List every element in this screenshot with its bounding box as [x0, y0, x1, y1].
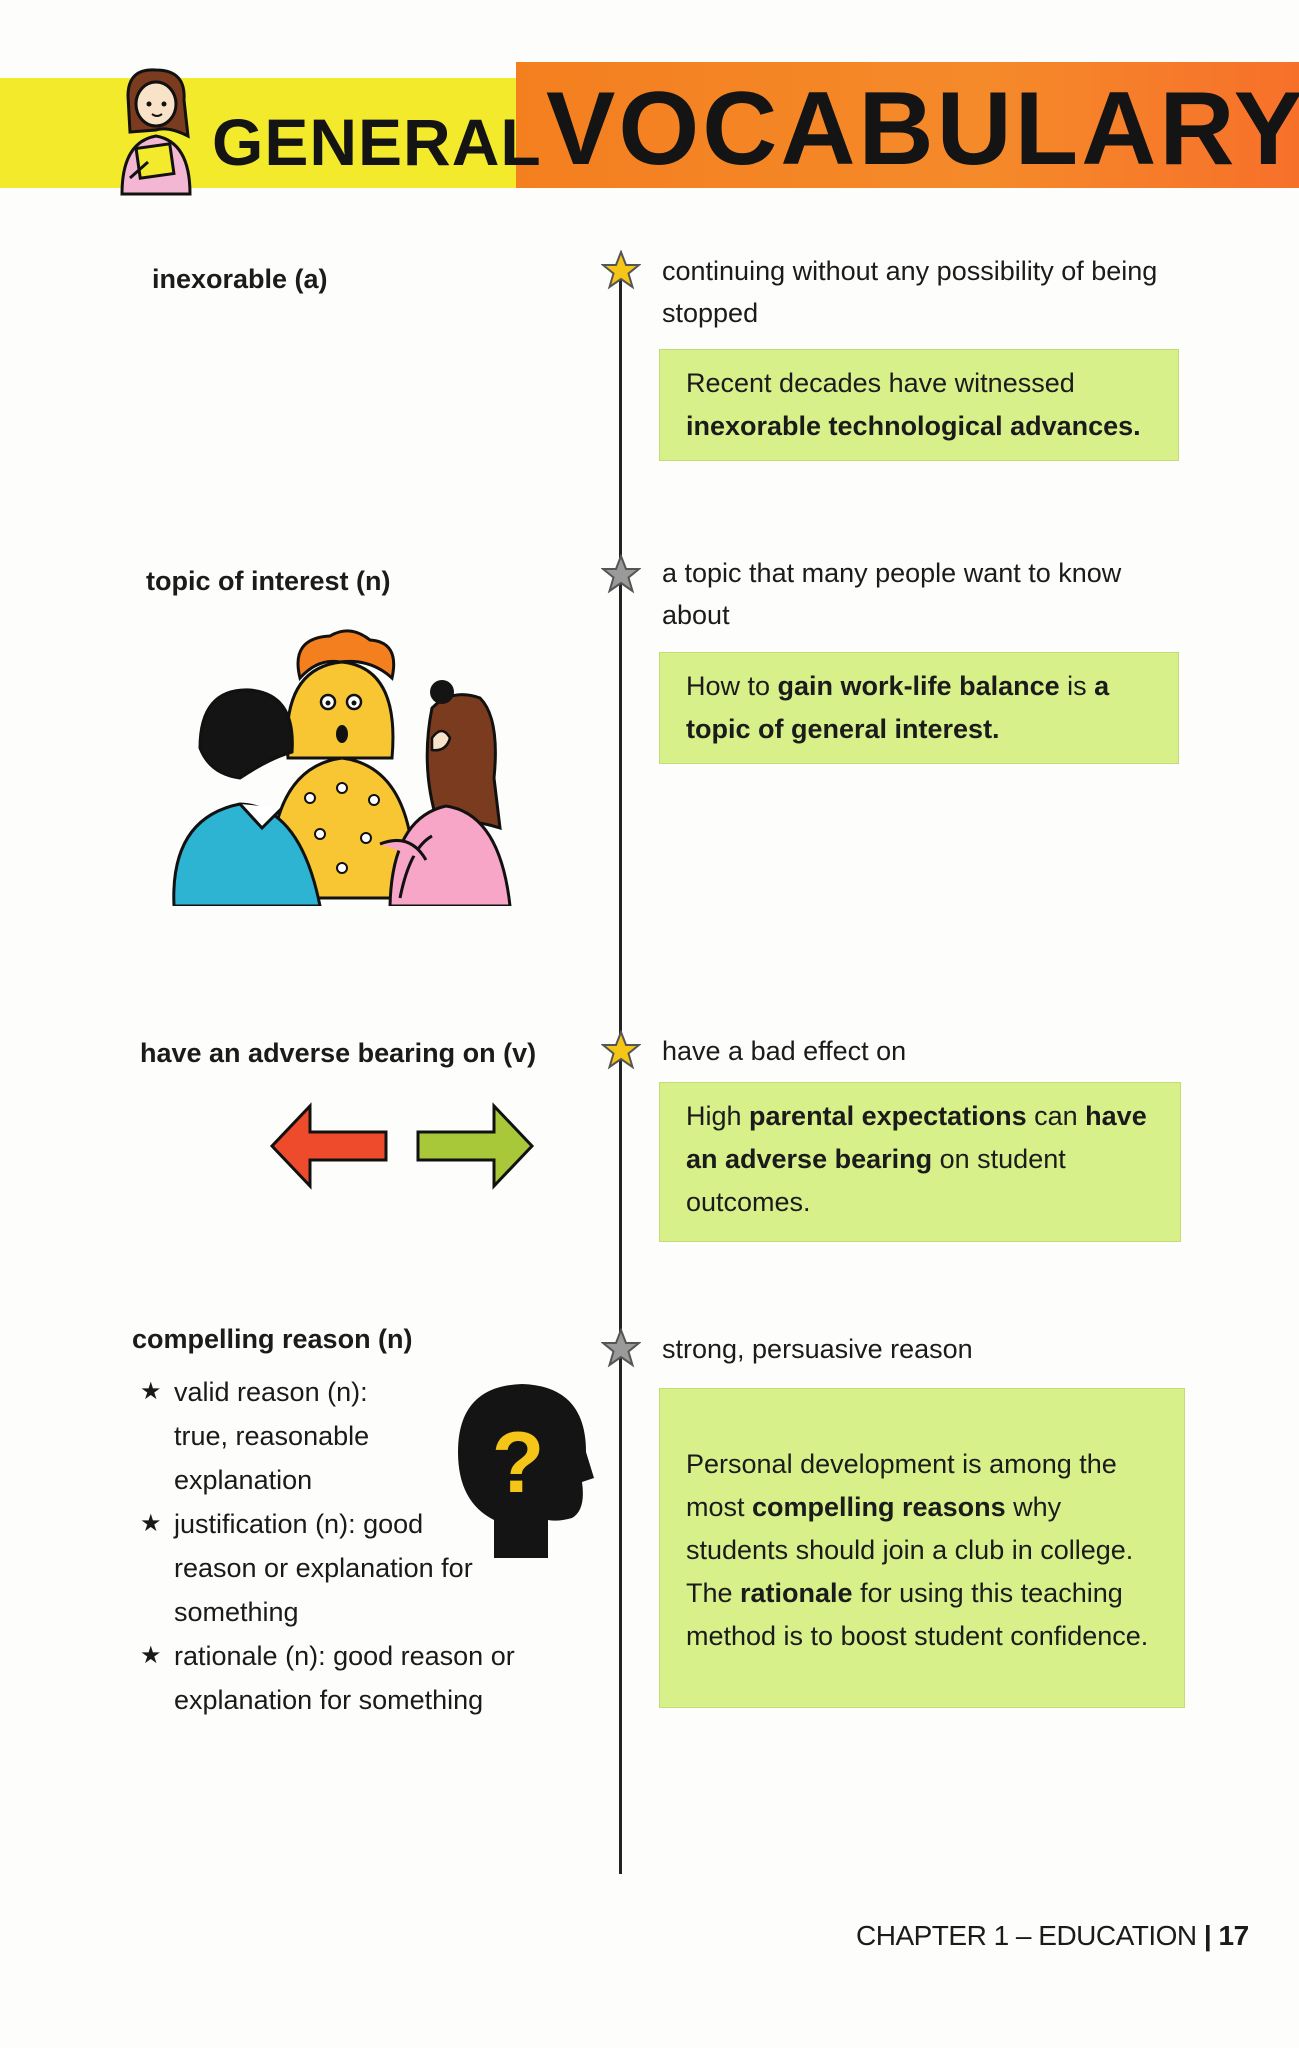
- term-adverse-bearing: have an adverse bearing on (v): [140, 1038, 537, 1068]
- green-right-arrow-icon: [416, 1102, 535, 1190]
- term-inexorable: inexorable (a): [152, 264, 328, 294]
- chapter-label: CHAPTER 1 – EDUCATION: [856, 1920, 1197, 1951]
- list-item: ★valid reason (n): true, reasonable expl…: [140, 1377, 370, 1495]
- red-left-arrow-icon: [269, 1102, 388, 1190]
- page-number: 17: [1218, 1920, 1250, 1951]
- head-question-mark-icon: ?: [458, 1384, 594, 1558]
- related-terms-list: ★valid reason (n): true, reasonable expl…: [140, 1370, 580, 1722]
- people-talking-illustration: [172, 629, 512, 906]
- banner-title-general: GENERAL: [212, 105, 542, 179]
- example-box-inexorable: Recent decades have witnessed inexorable…: [659, 349, 1179, 461]
- definition-inexorable: continuing without any possibility of be…: [662, 256, 1158, 328]
- timeline-line: [619, 268, 622, 1874]
- footer-separator: |: [1203, 1920, 1212, 1951]
- definition-compelling-reason: strong, persuasive reason: [662, 1334, 973, 1364]
- list-item: ★justification (n): good reason or expla…: [140, 1509, 473, 1627]
- star-icon: [601, 554, 641, 594]
- example-box-topic-of-interest: How to gain work-life balance is a topic…: [659, 652, 1179, 764]
- girl-holding-book-icon: [120, 68, 192, 196]
- definition-adverse-bearing: have a bad effect on: [662, 1036, 907, 1066]
- star-icon: [601, 1328, 641, 1368]
- term-compelling-reason: compelling reason (n): [132, 1324, 413, 1354]
- list-item: ★rationale (n): good reason or explanati…: [140, 1641, 515, 1715]
- banner-orange-band: [516, 62, 1299, 188]
- term-topic-of-interest: topic of interest (n): [146, 566, 391, 596]
- example-box-compelling-reason: Personal development is among the most c…: [659, 1388, 1185, 1708]
- star-icon: [601, 250, 641, 290]
- example-box-adverse-bearing: High parental expectations can have an a…: [659, 1082, 1181, 1242]
- star-icon: [601, 1030, 641, 1070]
- page-footer: CHAPTER 1 – EDUCATION | 17: [856, 1920, 1249, 1952]
- svg-text:?: ?: [492, 1415, 545, 1511]
- header-banner: GENERAL VOCABULARY: [0, 62, 1299, 190]
- banner-yellow-band: [0, 78, 520, 188]
- banner-title-vocabulary: VOCABULARY: [546, 71, 1299, 187]
- definition-topic-of-interest: a topic that many people want to know ab…: [662, 558, 1122, 630]
